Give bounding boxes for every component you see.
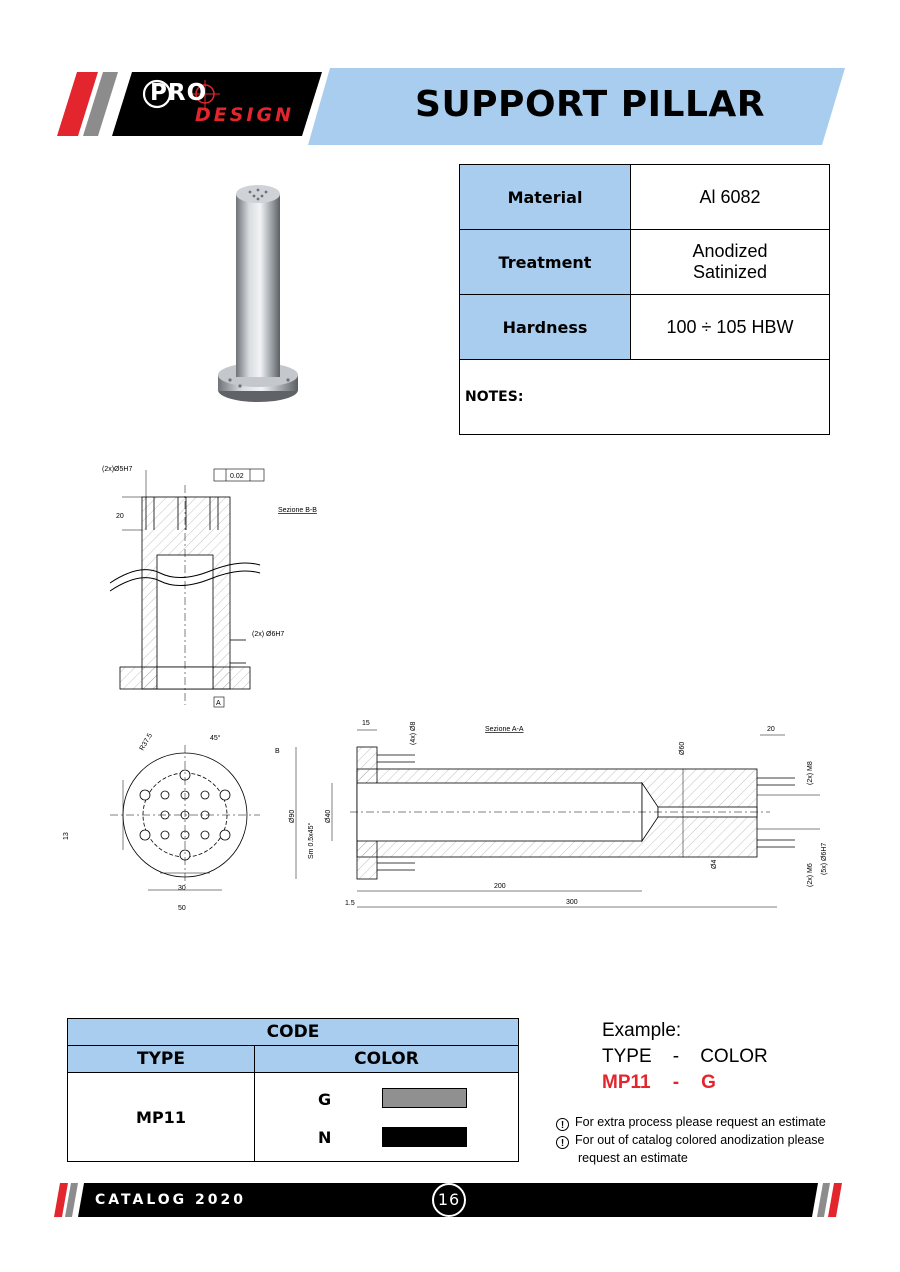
dim-200: 200 (494, 883, 506, 890)
top-view (110, 745, 260, 891)
black-swatch (382, 1127, 467, 1147)
logo-band (112, 72, 322, 136)
dim-d90: Ø90 (289, 810, 296, 823)
material-label: Material (459, 164, 631, 230)
dim-d4: Ø4 (711, 860, 718, 869)
technical-drawing: (2x)Ø5H7 0.02 20 Sezione B-B (2x) Ø6H7 A… (63, 466, 828, 912)
dim-hole-bottom: (2x) Ø6H7 (252, 631, 284, 638)
section-bb-label: Sezione B-B (278, 507, 317, 514)
gray-stripe (83, 72, 118, 136)
color-code-g: G (318, 1090, 332, 1109)
treatment-line-2: Satinized (692, 262, 768, 282)
header-banner (57, 68, 845, 145)
dim-flatness: 0.02 (230, 473, 244, 480)
color-code-n: N (318, 1128, 332, 1147)
page-number: 16 (432, 1183, 466, 1217)
notes-label: NOTES: (459, 359, 830, 435)
dim-15: 15 (362, 720, 370, 727)
spec-table: Material Al 6082 Treatment Anodized Sati… (459, 164, 830, 435)
color-options: G N (254, 1072, 519, 1162)
dim-r37: R37.5 (139, 732, 154, 752)
dim-1-5: 1.5 (345, 900, 355, 907)
section-aa-label: Sezione A-A (485, 726, 524, 733)
type-value: MP11 (67, 1072, 255, 1162)
logo-design-text: DESIGN (195, 104, 295, 126)
note-text-1: For extra process please request an esti… (575, 1115, 826, 1129)
title-band (308, 68, 845, 145)
note-extra-process: ! For extra process please request an est… (556, 1113, 856, 1131)
label-b: B (275, 748, 280, 755)
dim-sm: Sm 0.5x45° (307, 823, 315, 859)
gray-swatch (382, 1088, 467, 1108)
dim-50: 50 (178, 905, 186, 912)
example-sample-type: MP11 (602, 1072, 651, 1093)
material-value: Al 6082 (630, 164, 830, 230)
section-bb-view (109, 468, 265, 708)
treatment-label: Treatment (459, 229, 631, 295)
example-color: COLOR (700, 1046, 768, 1067)
footer-catalog-label: CATALOG 2020 (95, 1192, 246, 1208)
dim-30: 30 (178, 885, 186, 892)
hardness-value: 100 ÷ 105 HBW (630, 294, 830, 360)
example-sample-color: G (701, 1072, 716, 1093)
color-column-header: COLOR (254, 1045, 519, 1073)
product-image (218, 185, 298, 402)
note-colored-anodization: ! For out of catalog colored anodization … (556, 1131, 848, 1167)
logo-pro-text: PRO (150, 80, 208, 106)
example-sample-dash: - (672, 1072, 680, 1093)
dim-13: 13 (63, 832, 70, 840)
code-header: CODE (67, 1018, 519, 1046)
dim-d40: Ø40 (325, 810, 332, 823)
code-table: CODE TYPE COLOR MP11 G N (67, 1018, 519, 1162)
dim-d8: (4x) Ø8 (410, 722, 417, 745)
warning-icon: ! (556, 1136, 569, 1149)
dim-300: 300 (566, 899, 578, 906)
datum-a-label: A (216, 700, 221, 707)
example-sample: MP11 - G (602, 1072, 716, 1094)
dim-m6: (2x) M6 (807, 863, 814, 887)
page-title: SUPPORT PILLAR (415, 84, 765, 125)
dim-h6: (5x) Ø6H7 (821, 843, 828, 875)
dim-d60: Ø60 (679, 742, 686, 755)
hardness-label: Hardness (459, 294, 631, 360)
dim-angle-45: 45° (210, 734, 221, 742)
example-title: Example: (602, 1020, 682, 1041)
treatment-value: Anodized Satinized (630, 229, 830, 295)
logo-ring-icon (142, 79, 172, 109)
type-column-header: TYPE (67, 1045, 255, 1073)
section-aa-view (295, 729, 820, 908)
example-type: TYPE (602, 1046, 652, 1067)
treatment-line-1: Anodized (692, 241, 768, 261)
dim-20-aa: 20 (767, 726, 775, 733)
dim-20: 20 (116, 513, 124, 520)
example-pattern: TYPE - COLOR (602, 1046, 768, 1068)
warning-icon: ! (556, 1118, 569, 1131)
red-stripe (57, 72, 98, 136)
dim-m8: (2x) M8 (807, 761, 814, 785)
example-dash: - (672, 1046, 680, 1067)
dim-hole-top: (2x)Ø5H7 (102, 466, 132, 473)
note-text-2: For out of catalog colored anodization p… (575, 1133, 825, 1165)
